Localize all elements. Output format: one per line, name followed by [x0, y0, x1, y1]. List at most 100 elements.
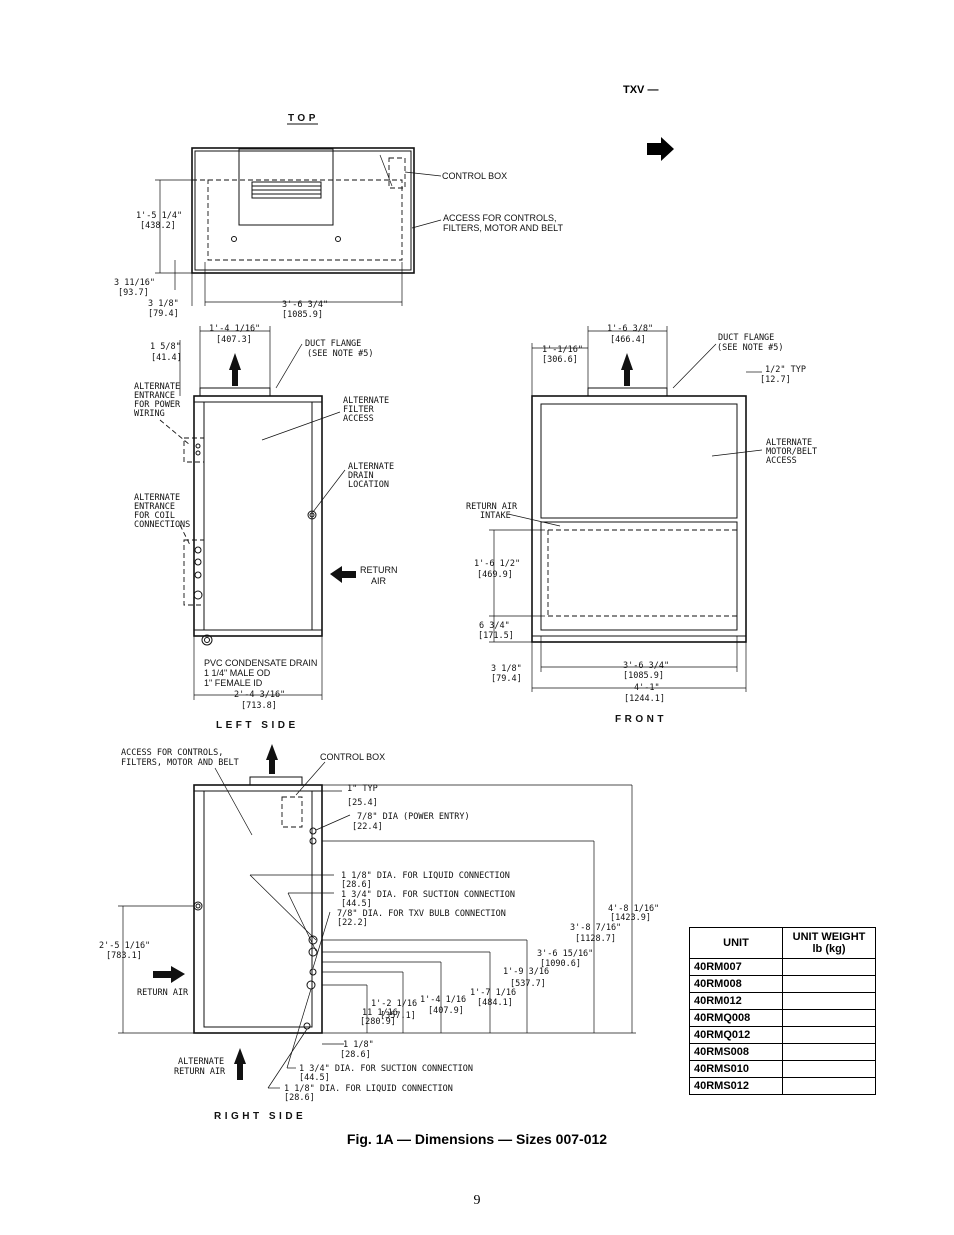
change-arrow-icon: [647, 137, 674, 161]
right-dim-a2: [280.9]: [360, 1017, 396, 1027]
front-dim-total-b: [1244.1]: [624, 694, 665, 704]
top-access-2: FILTERS, MOTOR AND BELT: [443, 223, 564, 233]
top-access-1: ACCESS FOR CONTROLS,: [443, 213, 557, 223]
left-duct-flange-2: (SEE NOTE #5): [307, 349, 374, 359]
right-side-title: RIGHT SIDE: [214, 1111, 306, 1122]
right-alt-return-1: ALTERNATE: [178, 1057, 224, 1067]
weight-cell: [782, 1026, 876, 1044]
table-row: 40RMS010: [689, 1060, 876, 1078]
page-number: 9: [473, 1193, 481, 1208]
left-alt-filter-2: FILTER: [343, 405, 375, 415]
top-control-box: CONTROL BOX: [442, 171, 507, 181]
left-dim-flange-w-b: [407.3]: [216, 335, 252, 345]
left-dim-flange-w-a: 1'-4 1/16": [209, 324, 260, 334]
right-suction-b: [44.5]: [341, 899, 372, 909]
top-dim-4a: 3'-6 3/4": [282, 300, 328, 310]
right-dim-left-b: [783.1]: [106, 951, 142, 961]
front-dim-flange-w-b: [466.4]: [610, 335, 646, 345]
front-dim-flange-w-a: 1'-6 3/8": [607, 324, 653, 334]
right-control-box: CONTROL BOX: [320, 752, 385, 762]
left-alt-filter-3: ACCESS: [343, 414, 374, 424]
table-row: 40RMQ012: [689, 1026, 876, 1044]
left-pvc-drain-2: 1 1/4" MALE OD: [204, 668, 271, 678]
right-liquid2-a: 1 1/8" DIA. FOR LIQUID CONNECTION: [284, 1084, 453, 1094]
front-dim-intake-a: 1'-6 1/2": [474, 559, 520, 569]
weight-cell: [782, 958, 876, 976]
top-dim-1a: 1'-5 1/4": [136, 211, 182, 221]
front-dim-mid-a: 3'-6 3/4": [623, 661, 669, 671]
right-access-2: FILTERS, MOTOR AND BELT: [121, 758, 239, 768]
left-alt-coil-4: CONNECTIONS: [134, 520, 190, 530]
left-alt-power-1: ALTERNATE: [134, 382, 180, 392]
right-dim-a1: 11 1/16: [362, 1008, 398, 1018]
right-side-view: ACCESS FOR CONTROLS, FILTERS, MOTOR AND …: [99, 744, 659, 1122]
top-dim-1b: [438.2]: [140, 221, 176, 231]
right-txv-bulb-a: 7/8" DIA. FOR TXV BULB CONNECTION: [337, 909, 506, 919]
unit-cell: 40RMQ008: [689, 1009, 783, 1027]
unit-cell: 40RMQ012: [689, 1026, 783, 1044]
front-dim-mid-b: [1085.9]: [623, 671, 664, 681]
right-dim-bottom-b: [28.6]: [340, 1050, 371, 1060]
front-dim-off-b: [306.6]: [542, 355, 578, 365]
unit-cell: 40RMS010: [689, 1060, 783, 1078]
right-dim-d2: [484.1]: [477, 998, 513, 1008]
weight-cell: [782, 1077, 876, 1095]
left-alt-power-4: WIRING: [134, 409, 165, 419]
weight-header-2: lb (kg): [812, 943, 846, 955]
weight-cell: [782, 1009, 876, 1027]
left-alt-filter-1: ALTERNATE: [343, 396, 389, 406]
front-duct-flange-1: DUCT FLANGE: [718, 333, 774, 343]
front-dim-bottom-b: [171.5]: [478, 631, 514, 641]
left-dim-flange-h-b: [41.4]: [151, 353, 182, 363]
right-dim-f2: [1090.6]: [540, 959, 581, 969]
front-alt-motor-1: ALTERNATE: [766, 438, 812, 448]
right-liquid2-b: [28.6]: [284, 1093, 315, 1103]
front-dim-left-a: 3 1/8": [491, 664, 522, 674]
table-row: 40RMS008: [689, 1043, 876, 1061]
front-dim-off-a: 1'-1/16": [542, 345, 583, 355]
unit-cell: 40RM007: [689, 958, 783, 976]
left-alt-coil-2: ENTRANCE: [134, 502, 175, 512]
front-dim-typ-b: [12.7]: [760, 375, 791, 385]
right-liquid-a: 1 1/8" DIA. FOR LIQUID CONNECTION: [341, 871, 510, 881]
right-dim-e1: 1'-9 3/16: [503, 967, 549, 977]
right-txv-bulb-b: [22.2]: [337, 918, 368, 928]
right-suction2-a: 1 3/4" DIA. FOR SUCTION CONNECTION: [299, 1064, 473, 1074]
unit-cell: 40RMS008: [689, 1043, 783, 1061]
table-row: 40RM008: [689, 975, 876, 993]
right-suction-a: 1 3/4" DIA. FOR SUCTION CONNECTION: [341, 890, 515, 900]
table-row: 40RM007: [689, 958, 876, 976]
right-dim-g2: [1128.7]: [575, 934, 616, 944]
weight-header-1: UNIT WEIGHT: [792, 931, 866, 943]
figure-caption: Fig. 1A — Dimensions — Sizes 007-012: [346, 1131, 608, 1147]
left-duct-flange-1: DUCT FLANGE: [305, 339, 361, 349]
unit-cell: 40RM008: [689, 975, 783, 993]
left-alt-coil-1: ALTERNATE: [134, 493, 180, 503]
right-alt-return-2: RETURN AIR: [174, 1067, 226, 1077]
front-dim-total-a: 4'-1": [634, 683, 660, 693]
unit-cell: 40RM012: [689, 992, 783, 1010]
left-return-air-1: RETURN: [360, 565, 398, 575]
top-dim-3a: 3 1/8": [148, 299, 179, 309]
left-side-view: 1'-4 1/16" [407.3] 1 5/8" [41.4] DUCT FL…: [134, 324, 398, 731]
left-dim-flange-h-a: 1 5/8": [150, 342, 181, 352]
left-alt-power-2: ENTRANCE: [134, 391, 175, 401]
unit-header: UNIT: [689, 927, 783, 959]
table-row: 40RMQ008: [689, 1009, 876, 1027]
front-dim-left-b: [79.4]: [491, 674, 522, 684]
weight-cell: [782, 1060, 876, 1078]
left-alt-power-3: FOR POWER: [134, 400, 181, 410]
right-dim-h1: 4'-8 1/16": [608, 904, 659, 914]
top-dim-4b: [1085.9]: [282, 310, 323, 320]
front-return-intake-1: RETURN AIR: [466, 502, 518, 512]
right-dim-g1: 3'-8 7/16": [570, 923, 621, 933]
right-dim-c1: 1'-4 1/16: [420, 995, 466, 1005]
right-dim-left-a: 2'-5 1/16": [99, 941, 150, 951]
front-dim-typ-a: 1/2" TYP: [765, 365, 806, 375]
unit-cell: 40RMS012: [689, 1077, 783, 1095]
right-dim-b2: [357.1]: [380, 1011, 416, 1021]
